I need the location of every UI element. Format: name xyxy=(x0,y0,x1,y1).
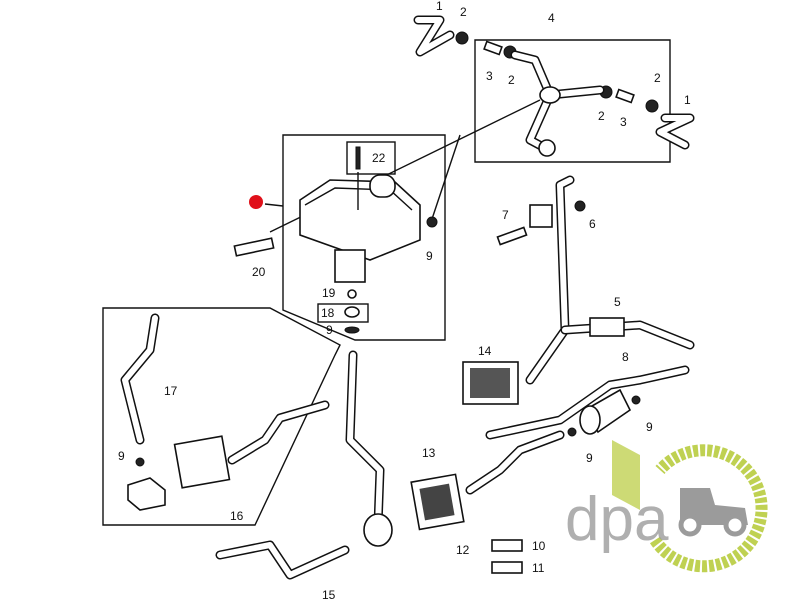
box-18 xyxy=(317,303,369,323)
marker-dot xyxy=(249,195,263,209)
callout-label: 4 xyxy=(548,11,555,25)
fitting-3 xyxy=(483,40,503,56)
callout-label: 7 xyxy=(502,208,509,222)
callout-label: 11 xyxy=(532,561,545,575)
callout-label: 13 xyxy=(422,446,436,460)
bracket-boss xyxy=(369,174,396,198)
valve-16 xyxy=(127,477,166,511)
mounting-bracket xyxy=(299,179,421,261)
dpa-logo: dpa xyxy=(565,440,768,573)
callout-label: 9 xyxy=(326,323,333,337)
fitting-3 xyxy=(615,88,635,104)
callout-label: 2 xyxy=(508,73,515,87)
callouts: 1 2 4 3 2 2 1 2 3 22 9 20 19 18 9 7 6 5 … xyxy=(118,0,691,600)
tee-4 xyxy=(539,86,561,104)
bracket-post xyxy=(334,249,366,283)
callout-label: 2 xyxy=(654,71,661,85)
valve-center xyxy=(363,513,393,547)
callout-label: 3 xyxy=(486,69,493,83)
callout-label: 12 xyxy=(456,543,470,557)
bracket-7 xyxy=(529,204,553,228)
wheat-icon xyxy=(612,440,640,510)
nut-2 xyxy=(645,99,659,113)
callout-label: 2 xyxy=(598,109,605,123)
callout-label: 9 xyxy=(586,451,593,465)
washer-9 xyxy=(631,395,641,405)
callout-label: 15 xyxy=(322,588,336,600)
washer-9 xyxy=(567,427,577,437)
heater-core-mesh xyxy=(470,368,510,398)
washer-9 xyxy=(344,326,360,334)
callout-label: 3 xyxy=(620,115,627,129)
callout-label: 16 xyxy=(230,509,244,523)
group-box-4 xyxy=(474,39,671,163)
heater-core-16 xyxy=(173,435,231,489)
callout-label: 10 xyxy=(532,539,546,553)
callout-label: 1 xyxy=(436,0,443,13)
clamp-5 xyxy=(589,317,625,337)
clip-11 xyxy=(491,561,523,574)
callout-label: 9 xyxy=(646,420,653,434)
leader-line xyxy=(429,134,461,226)
callout-label: 22 xyxy=(372,151,386,165)
logo-text: dpa xyxy=(565,485,669,554)
callout-label: 6 xyxy=(589,217,596,231)
group-box-16 xyxy=(102,307,341,526)
group-box-seat-bracket xyxy=(282,134,446,341)
washer-9 xyxy=(426,216,438,228)
callout-label: 5 xyxy=(614,295,621,309)
callout-label: 9 xyxy=(426,249,433,263)
washer-9 xyxy=(135,457,145,467)
callout-label: 17 xyxy=(164,384,178,398)
callout-label: 14 xyxy=(478,344,492,358)
callout-label: 9 xyxy=(118,449,125,463)
bushing-18 xyxy=(344,306,360,318)
callout-label: 8 xyxy=(622,350,629,364)
callout-label: 20 xyxy=(252,265,266,279)
bolt-7 xyxy=(496,226,528,246)
callout-label: 19 xyxy=(322,286,336,300)
pin-22 xyxy=(355,146,361,170)
ball-19 xyxy=(347,289,357,299)
washer-6 xyxy=(574,200,586,212)
box-22 xyxy=(346,141,396,175)
callout-label: 2 xyxy=(460,5,467,19)
clip-10 xyxy=(491,539,523,552)
nut-2 xyxy=(455,31,469,45)
callout-label: 1 xyxy=(684,93,691,107)
valve-4 xyxy=(538,139,556,157)
callout-label: 18 xyxy=(321,306,335,320)
bolt-20 xyxy=(233,237,275,257)
